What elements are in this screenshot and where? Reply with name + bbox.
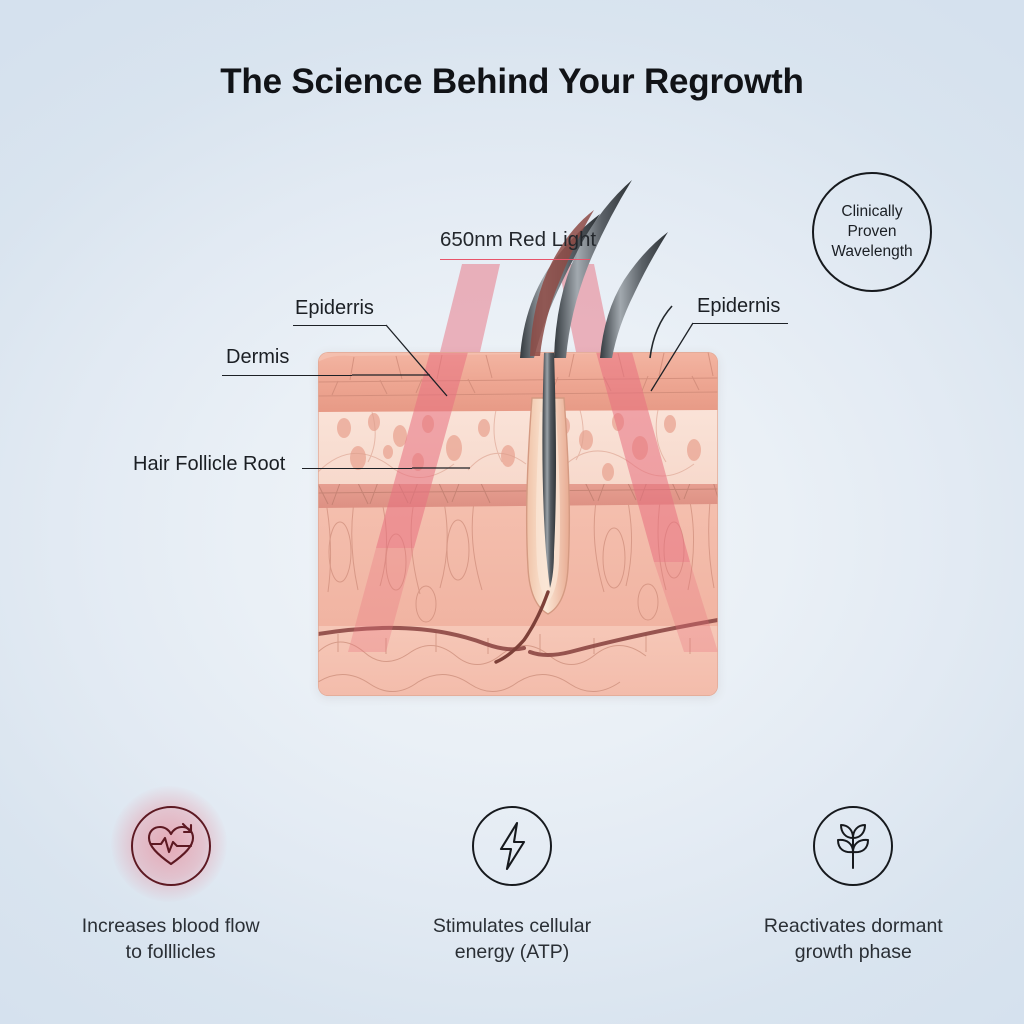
- icon-ring: [813, 806, 894, 886]
- sprout-leaf-icon: [813, 806, 894, 886]
- page-title: The Science Behind Your Regrowth: [220, 62, 804, 101]
- lightning-bolt-icon: [471, 806, 552, 886]
- red-light-beam: [440, 264, 612, 352]
- badge-label: Clinically Proven Wavelength: [831, 203, 913, 260]
- label-hair-follicle-root-rule: [302, 468, 412, 469]
- feature-label: Stimulates cellular energy (ATP): [432, 915, 592, 963]
- label-hair-follicle-root: Hair Follicle Root: [133, 453, 286, 475]
- icon-ring: [471, 806, 552, 886]
- heart-pulse-icon: [110, 786, 227, 902]
- label-dermis: Dermis: [226, 346, 290, 368]
- label-epidermis-left: Epiderris: [295, 297, 374, 319]
- feature-label: Reactivates dormant growth phase: [763, 915, 943, 963]
- label-epidermis-left-rule: [293, 325, 386, 326]
- label-epidermis-right: Epidernis: [697, 295, 781, 317]
- skin-cross-section-diagram: [318, 352, 718, 696]
- clinically-proven-badge: Clinically Proven Wavelength: [812, 172, 932, 292]
- feature-item-cellular-energy: Stimulates cellular energy (ATP): [341, 806, 682, 965]
- beam-label: 650nm Red Light: [440, 228, 597, 251]
- feature-item-blood-flow: Increases blood flow to folllicles: [0, 786, 341, 965]
- label-dermis-rule: [222, 375, 352, 376]
- label-epidermis-right-rule: [693, 323, 788, 324]
- feature-row: Increases blood flow to folllicles Stimu…: [0, 786, 1024, 965]
- feature-label: Increases blood flow to folllicles: [81, 915, 260, 963]
- icon-ring: [130, 806, 211, 886]
- feature-item-growth-phase: Reactivates dormant growth phase: [683, 806, 1024, 965]
- beam-label-underline: [440, 259, 590, 260]
- hair-shafts: [520, 180, 673, 359]
